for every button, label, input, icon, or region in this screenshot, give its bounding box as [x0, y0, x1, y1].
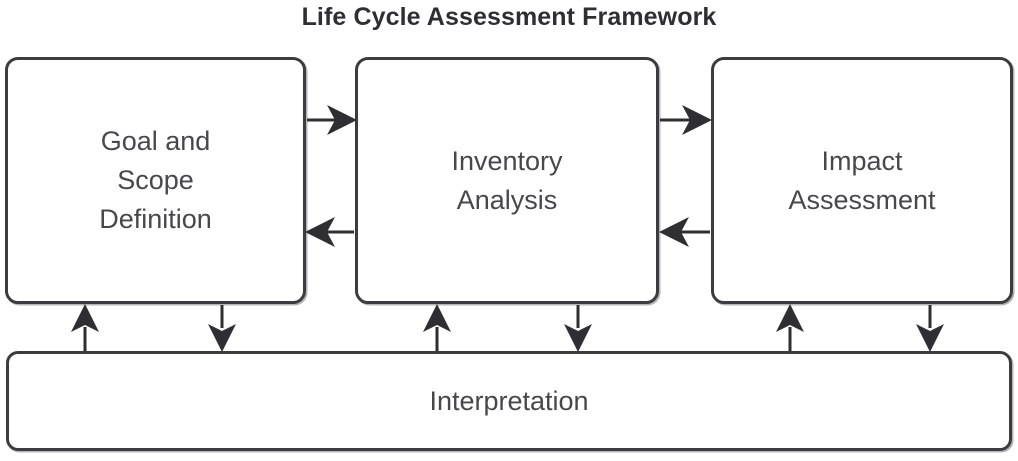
arrow-goal-scope-to-interpretation	[208, 305, 236, 352]
box-impact-assessment[interactable]: Impact Assessment	[711, 57, 1013, 304]
arrow-goal-scope-to-inventory	[307, 105, 357, 135]
arrow-inventory-to-interpretation	[564, 305, 592, 352]
diagram-title: Life Cycle Assessment Framework	[301, 3, 717, 31]
box-label-impact-assessment: Impact Assessment	[788, 145, 936, 215]
box-interpretation[interactable]: Interpretation	[6, 351, 1012, 451]
box-label-interpretation: Interpretation	[429, 386, 589, 416]
arrow-interpretation-to-impact	[776, 304, 804, 351]
arrow-inventory-to-impact	[660, 105, 712, 135]
arrow-inventory-to-goal-scope	[305, 217, 354, 247]
box-label-inventory-analysis: Inventory Analysis	[451, 145, 563, 215]
arrow-impact-to-inventory	[659, 217, 710, 247]
arrow-interpretation-to-goal-scope	[71, 304, 99, 351]
box-goal-and-scope-definition[interactable]: Goal and Scope Definition	[5, 57, 306, 304]
box-label-goal-and-scope-definition: Goal and Scope Definition	[99, 126, 212, 234]
box-inventory-analysis[interactable]: Inventory Analysis	[355, 57, 659, 304]
arrow-interpretation-to-inventory	[423, 304, 451, 351]
arrow-impact-to-interpretation	[916, 305, 944, 352]
